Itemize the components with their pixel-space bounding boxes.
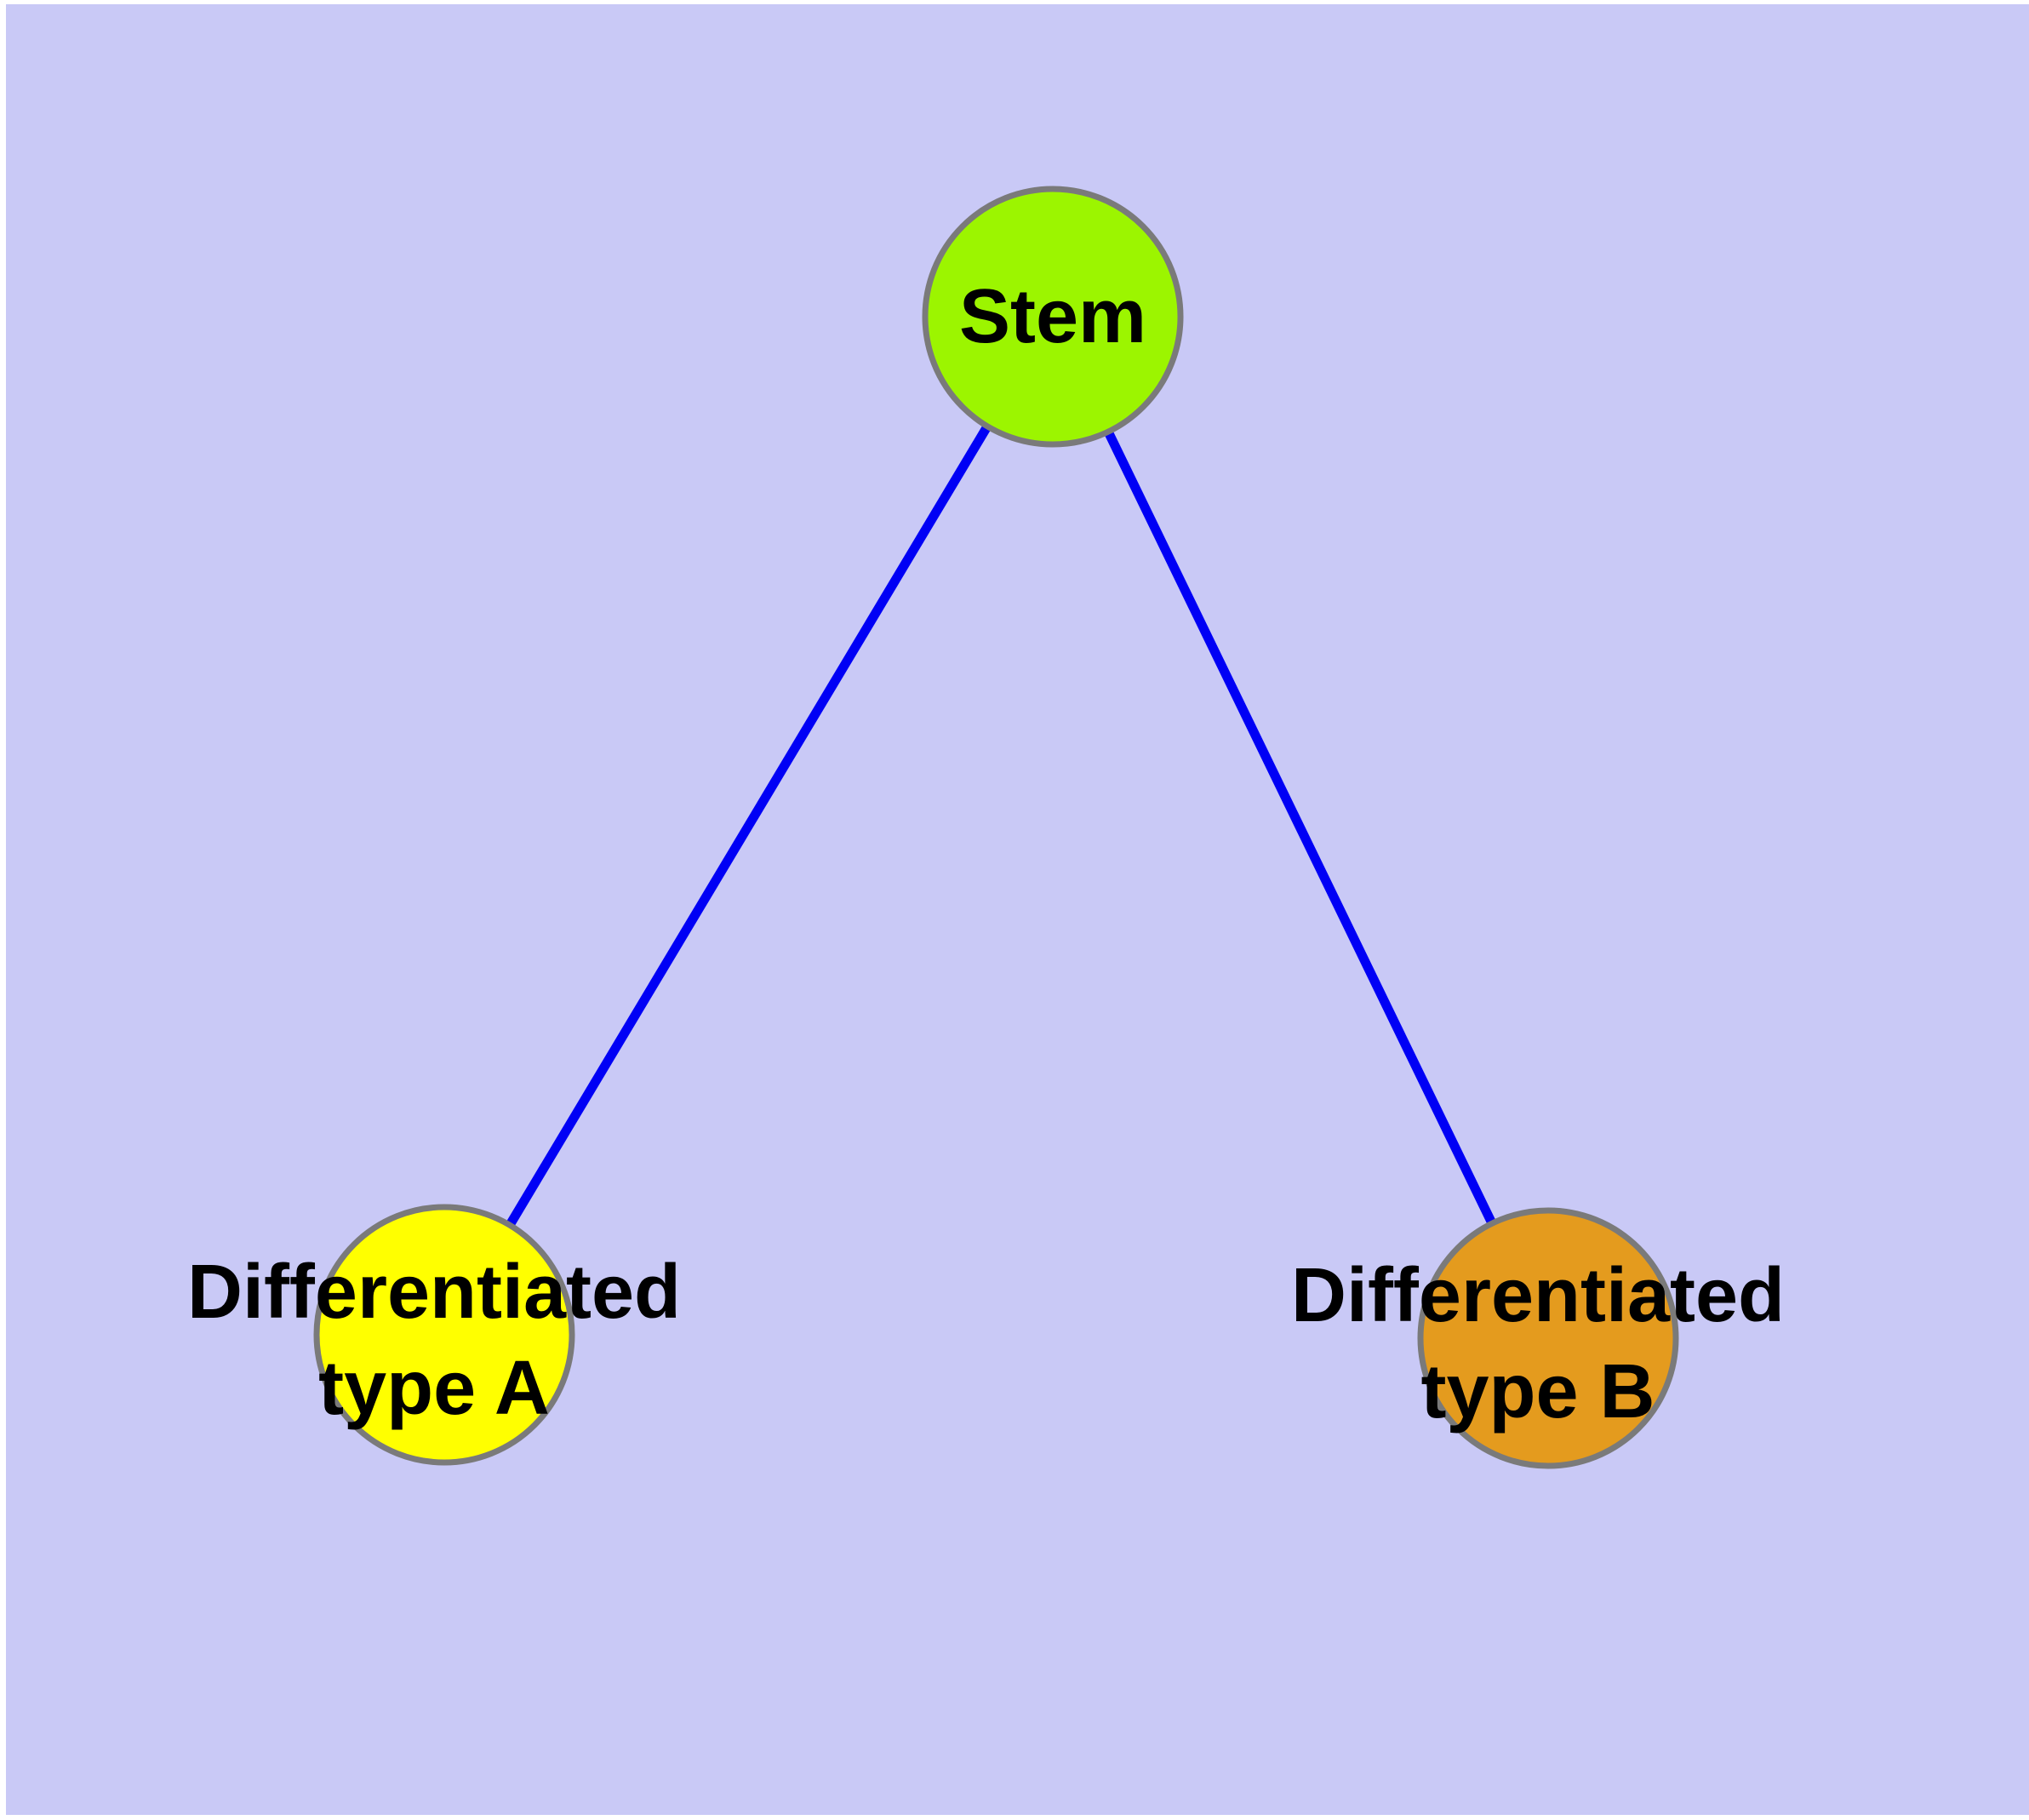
node-type-a-label-line1: Differentiated — [187, 1250, 681, 1335]
node-stem-label: Stem — [959, 274, 1146, 359]
edge-stem-to-type-a — [506, 424, 992, 1228]
node-type-b-label-line1: Differentiated — [1291, 1253, 1785, 1338]
node-type-a-label-line2: type A — [318, 1346, 550, 1431]
node-differentiated-type-a — [313, 1204, 575, 1466]
node-differentiated-type-b — [1417, 1207, 1679, 1469]
node-type-b-label-line2: type B — [1420, 1349, 1655, 1434]
node-stem — [922, 186, 1184, 448]
edge-stem-to-type-b — [1104, 429, 1496, 1226]
